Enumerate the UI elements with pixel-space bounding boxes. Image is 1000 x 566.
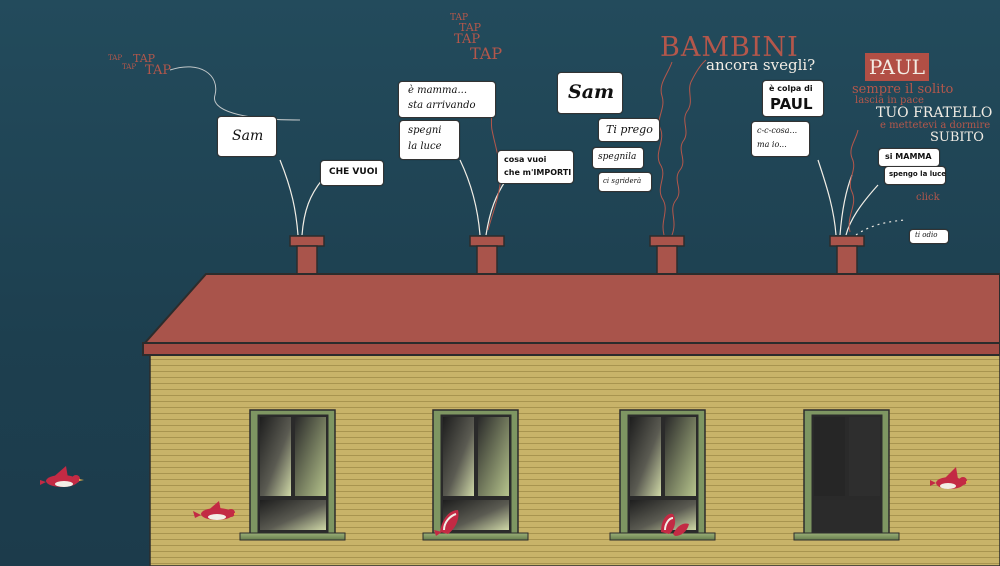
speech-bubble: spegni la luce <box>399 120 460 160</box>
smoke-trails <box>279 159 879 236</box>
speech-bubble: spegnila <box>592 147 644 169</box>
speech-bubble: è mamma... sta arrivando <box>398 81 496 118</box>
bubble-text: la luce <box>408 141 442 152</box>
bubble-text-paul: PAUL <box>770 95 813 113</box>
speech-bubble: cosa vuoi che m'IMPORTI <box>497 150 574 184</box>
sempre-text: sempre il solito <box>852 82 954 97</box>
speech-bubble: ti odio <box>909 229 949 244</box>
speech-bubble: ci sgriderà <box>598 172 652 192</box>
dotted-trail <box>855 219 906 236</box>
bubble-text: spengo la luce <box>889 170 947 178</box>
roof <box>141 273 1000 356</box>
tap-sound-text: TAP <box>454 32 481 47</box>
bubble-text: cosa vuoi <box>504 155 547 164</box>
bubble-text: ci sgriderà <box>603 177 642 185</box>
bubble-text-che-vuoi: CHE VUOI <box>329 167 378 177</box>
tap-sound-text: TAP <box>108 54 123 62</box>
tap-sound-text: TAP <box>122 63 137 71</box>
tap-sound-text: TAP <box>133 52 156 65</box>
tap-sound-text: TAP <box>450 13 469 23</box>
bubble-text: c-c-cosa... <box>757 126 798 135</box>
bubble-text: è colpa di <box>769 84 813 93</box>
tap-sound-text: TAP <box>470 44 503 63</box>
windows <box>239 409 900 541</box>
bubble-text-sam-large: Sam <box>568 81 615 103</box>
paul-title-text: PAUL <box>868 55 926 79</box>
speech-bubble: spengo la luce <box>884 166 946 185</box>
bubble-text: ma io... <box>757 140 787 149</box>
bubble-text: si MAMMA <box>885 152 932 161</box>
bubble-text-sam: Sam <box>232 128 264 144</box>
birds <box>40 466 971 536</box>
speech-bubble: Ti prego <box>598 118 660 142</box>
speech-bubble: CHE VUOI <box>320 160 384 186</box>
bubble-text: Ti prego <box>606 123 653 136</box>
bambini-heading: BAMBINI <box>660 32 799 63</box>
bubble-text: spegnila <box>598 152 637 162</box>
speech-bubble: Sam <box>557 72 623 114</box>
chimneys <box>289 235 865 275</box>
mettetevi-text: e mettetevi a dormire <box>880 120 991 131</box>
lascia-text: lascia in pace <box>855 95 924 106</box>
tap-sound-text: TAP <box>145 63 172 78</box>
fratello-text: TUO FRATELLO <box>876 105 993 121</box>
bubble-text: è mamma... <box>408 85 468 96</box>
subito-text: SUBITO <box>930 130 984 145</box>
speech-bubble: è colpa di PAUL <box>762 80 824 117</box>
ancora-svegli-text: ancora svegli? <box>706 56 816 74</box>
speech-bubble: c-c-cosa... ma io... <box>751 121 810 157</box>
tap-sound-text: TAP <box>459 21 482 34</box>
bubble-text: spegni <box>408 125 442 136</box>
bubble-text: ti odio <box>915 231 938 239</box>
bubble-text: che m'IMPORTI <box>504 168 572 177</box>
bubble-text: sta arrivando <box>408 100 476 111</box>
paul-title-box: PAUL <box>865 53 929 81</box>
speech-bubble: si MAMMA <box>878 148 940 167</box>
speech-bubble: Sam <box>217 116 277 157</box>
click-sound-text: click <box>916 192 940 203</box>
